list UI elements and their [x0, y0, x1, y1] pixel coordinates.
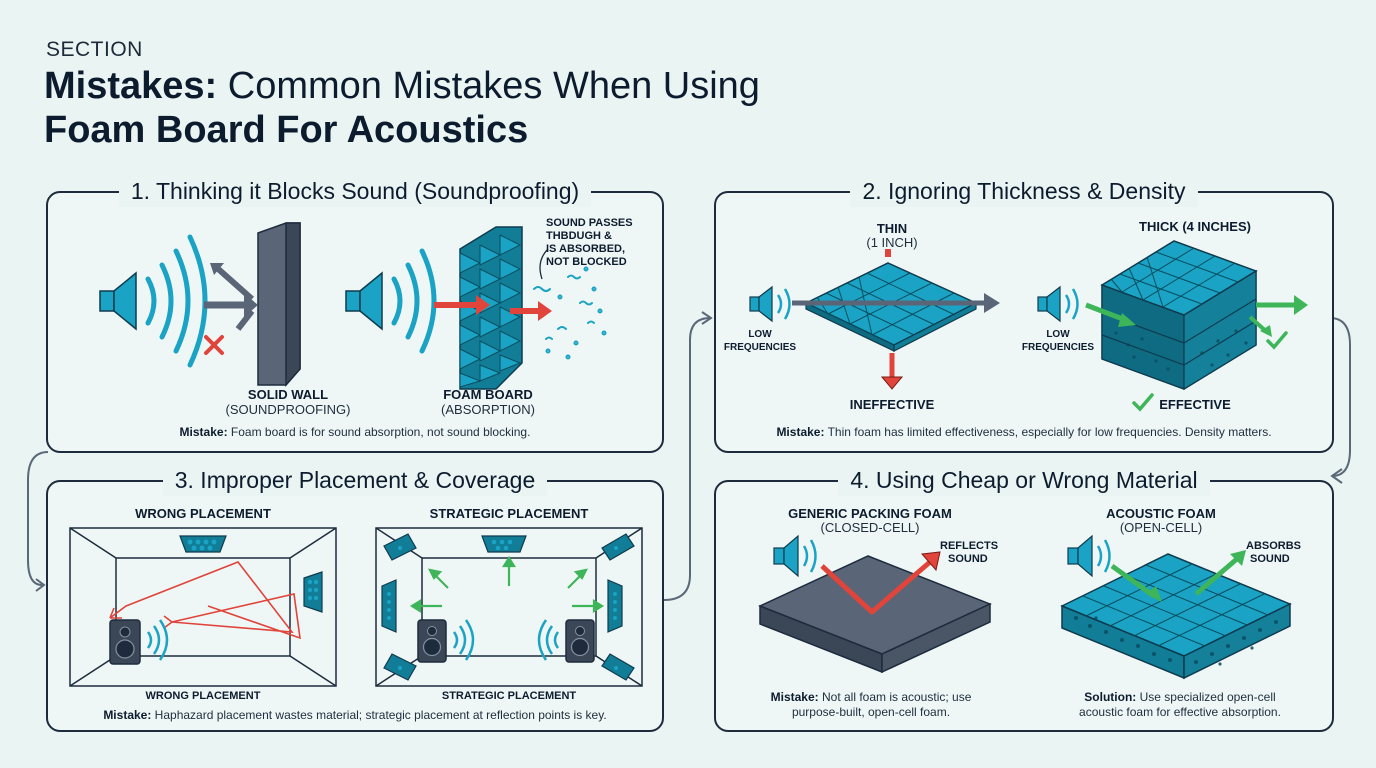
annotation-pointer	[539, 248, 549, 280]
reflects-l1: REFLECTS	[940, 540, 999, 552]
absorbs-l2: SOUND	[1250, 553, 1290, 565]
thin-foam-icon	[804, 249, 978, 352]
check-icon	[1132, 393, 1154, 412]
sound-wave-icon	[391, 248, 437, 354]
studio-monitor-icon	[565, 619, 595, 663]
wrong-placement-bottom: WRONG PLACEMENT	[145, 690, 261, 702]
thick-foam-icon	[1100, 240, 1258, 391]
absorbed-arrow-icon	[1085, 295, 1308, 337]
wrong-room	[69, 527, 337, 687]
low-freq-right-l1: LOW	[1046, 329, 1070, 340]
reflection-arrow-icon	[204, 263, 258, 331]
annotation-l2: THBDUGH &	[546, 230, 612, 242]
studio-monitor-icon	[417, 619, 447, 663]
wall-sub: (SOUNDPROOFING)	[225, 402, 351, 417]
annotation-l4: NOT BLOCKED	[546, 256, 627, 268]
title-line2: Foam Board For Acoustics	[44, 109, 529, 151]
wrong-placement-top: WRONG PLACEMENT	[135, 506, 271, 521]
panel-thickness-density: 2. Ignoring Thickness & Density	[714, 175, 1334, 453]
sound-pass-arrow-icon	[434, 295, 552, 321]
strategic-arrow-icon	[409, 555, 605, 613]
foam-label: FOAM BOARD	[443, 387, 533, 402]
studio-monitor-icon	[109, 619, 141, 665]
panel-soundproofing: 1. Thinking it Blocks Sound (Soundproofi…	[46, 175, 664, 453]
wall-label: SOLID WALL	[247, 387, 329, 402]
foam-panel-icon	[303, 571, 323, 613]
title-bold: Mistakes:	[44, 65, 218, 107]
sound-wave-icon	[145, 234, 208, 368]
pass-through-arrow-icon	[792, 293, 1000, 390]
thick-label: THICK (4 INCHES)	[1139, 219, 1251, 234]
absorbs-l1: ABSORBS	[1246, 540, 1302, 552]
title-rest: Common Mistakes When Using	[217, 65, 760, 107]
soundproofing-illustration	[99, 222, 607, 390]
open-cell-foam-icon	[1060, 553, 1292, 680]
material-illustration	[758, 534, 1292, 680]
thin-sub: (1 INCH)	[866, 235, 918, 250]
sound-wave-icon	[146, 619, 169, 661]
panel-placement: 3. Improper Placement & Coverage	[46, 464, 664, 732]
low-freq-right-l2: FREQUENCIES	[1021, 342, 1095, 353]
thin-label: THIN	[876, 221, 908, 236]
placement-illustration	[69, 527, 643, 687]
reflection-path	[109, 561, 301, 640]
acoustic-sub: (OPEN-CELL)	[1119, 520, 1203, 535]
panel-2-note: Mistake: Thin foam has limited effective…	[776, 425, 1272, 439]
effective-label: EFFECTIVE	[1159, 397, 1231, 412]
page-title: Mistakes: Common Mistakes When Using Foa…	[44, 64, 760, 152]
speaker-icon	[99, 271, 137, 331]
generic-label: GENERIC PACKING FOAM	[788, 506, 952, 521]
foam-sub: (ABSORPTION)	[441, 402, 535, 417]
strategic-foam-dots	[387, 539, 618, 670]
strategic-placement-bottom: STRATEGIC PLACEMENT	[441, 690, 577, 702]
reflects-l2: SOUND	[948, 553, 988, 565]
acoustic-label: ACOUSTIC FOAM	[1106, 506, 1216, 521]
panel-material: 4. Using Cheap or Wrong Material	[714, 464, 1334, 732]
solid-wall	[257, 222, 301, 387]
annotation-l3: IS ABSORBED,	[546, 243, 626, 255]
generic-sub: (CLOSED-CELL)	[820, 520, 920, 535]
speaker-icon	[345, 271, 383, 331]
speaker-icon	[1037, 285, 1079, 323]
panel-3-note: Mistake: Haphazard placement wastes mate…	[103, 708, 607, 722]
absorb-arrow-icon	[1110, 550, 1246, 602]
low-freq-left-l2: FREQUENCIES	[723, 342, 797, 353]
speaker-icon	[773, 534, 817, 578]
ineffective-label: INEFFECTIVE	[849, 397, 935, 412]
check-icon	[1266, 331, 1288, 350]
foam-panel-icon	[179, 535, 227, 553]
absorbed-particles	[533, 266, 607, 360]
sound-wave-icon	[452, 619, 560, 661]
strategic-placement-top: STRATEGIC PLACEMENT	[429, 506, 589, 521]
panel-1-note: Mistake: Foam board is for sound absorpt…	[179, 425, 531, 439]
speaker-icon	[749, 285, 791, 323]
foam-panel-icon	[459, 226, 523, 390]
cross-icon	[204, 335, 224, 355]
speaker-icon	[1067, 534, 1111, 578]
section-kicker: SECTION	[46, 38, 143, 61]
low-freq-left-l1: LOW	[748, 329, 772, 340]
reflect-arrow-icon	[820, 551, 941, 615]
annotation-l1: SOUND PASSES	[546, 217, 633, 229]
thickness-illustration	[749, 240, 1308, 412]
